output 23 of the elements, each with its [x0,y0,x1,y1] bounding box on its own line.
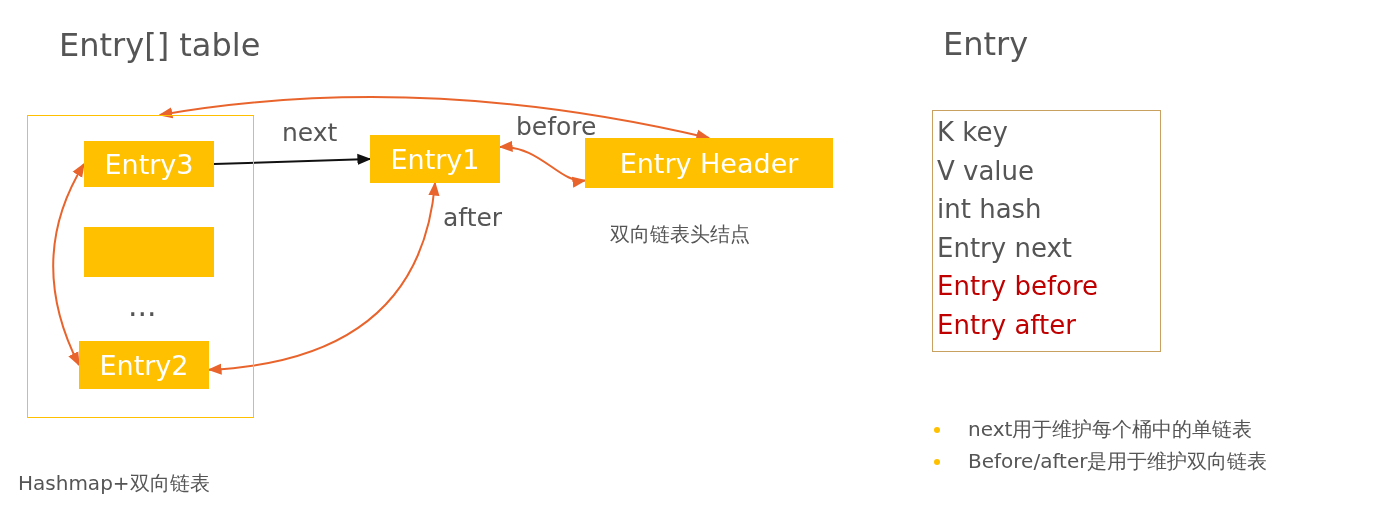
ellipsis: ... [128,288,157,323]
arrow [158,96,711,141]
entry-box: Entry2 [79,341,209,389]
caption: Hashmap+双向链表 [18,470,210,497]
edge-label: next [282,118,338,147]
field-line: Entry after [937,309,1076,340]
heading: Entry [943,25,1029,63]
field-line: V value [937,155,1035,186]
edge-label: before [516,112,597,141]
arrow [52,162,85,367]
bullet-text: next用于维护每个桶中的单链表 [968,416,1253,443]
node-label: 双向链表头结点 [610,221,750,248]
bullet-text: Before/after是用于维护双向链表 [968,448,1268,475]
field-line: Entry next [937,232,1073,263]
field-line: int hash [937,194,1042,224]
bar-placeholder [84,227,214,277]
entry-box: Entry1 [370,135,500,183]
entry-box: Entry3 [84,141,214,187]
field-line: Entry before [937,271,1099,301]
edge-label: after [443,203,503,232]
heading: Entry[] table [59,26,261,64]
field-line: K key [937,117,1008,147]
arrow [213,153,372,165]
